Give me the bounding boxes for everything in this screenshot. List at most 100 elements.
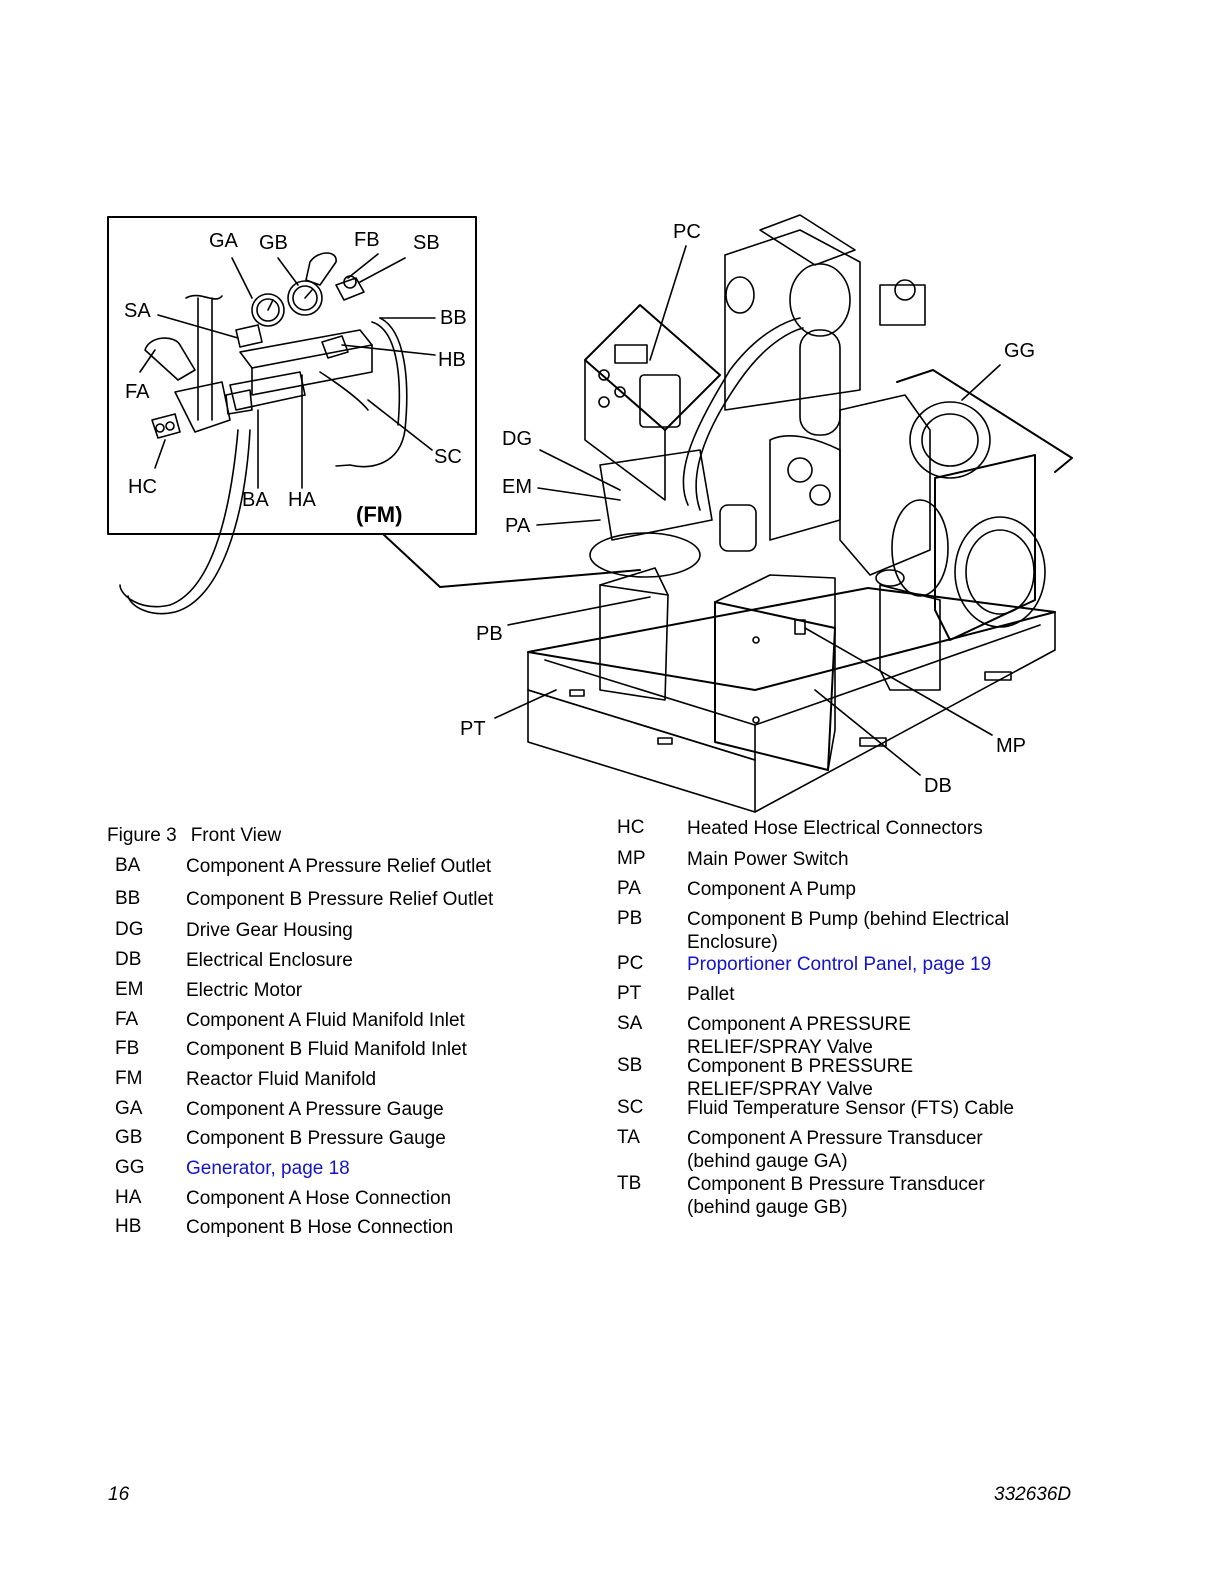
callout-ga: GA (209, 230, 238, 252)
legend-code: DG (115, 919, 144, 940)
legend-description: Heated Hose Electrical Connectors (687, 817, 983, 840)
legend-code: PT (617, 983, 642, 1004)
legend-code: SA (617, 1013, 643, 1034)
callout-pa: PA (505, 515, 531, 537)
legend-code: PA (617, 878, 641, 899)
legend-code: BB (115, 888, 141, 909)
legend-description-line1: Component A Fluid Manifold Inlet (186, 1010, 465, 1031)
legend-code: GA (115, 1098, 143, 1119)
page-number: 16 (108, 1484, 130, 1505)
figure-number: Figure 3 (107, 825, 177, 846)
legend-description: Component B Pressure Transducer(behind g… (687, 1173, 985, 1219)
callout-ba: BA (242, 489, 269, 511)
legend-description-line2: RELIEF/SPRAY Valve (687, 1037, 873, 1058)
legend-description: Component B Fluid Manifold Inlet (186, 1038, 467, 1061)
legend-description: Electric Motor (186, 979, 302, 1002)
legend-description-line1: Component A PRESSURE (687, 1014, 911, 1035)
legend-description-line1[interactable]: Proportioner Control Panel, page 19 (687, 954, 992, 975)
legend-code: PB (617, 908, 643, 929)
legend-description-line1: Component B Fluid Manifold Inlet (186, 1039, 467, 1060)
legend-code: SB (617, 1055, 643, 1076)
legend-description-line1[interactable]: Generator, page 18 (186, 1158, 350, 1179)
reactor-illustration (107, 214, 1073, 813)
callout-fb: FB (354, 229, 380, 251)
legend-code: FA (115, 1009, 139, 1030)
legend-description-line1: Component A Pressure Gauge (186, 1099, 444, 1120)
legend-description: Drive Gear Housing (186, 919, 353, 942)
legend-description-line1: Component A Pressure Relief Outlet (186, 856, 492, 877)
callout-pb: PB (476, 623, 503, 645)
callout-fa: FA (125, 381, 150, 403)
legend-code: HB (115, 1216, 142, 1237)
legend-description-line1: Component A Pump (687, 879, 856, 900)
legend-description: Component A Pressure Transducer(behind g… (687, 1127, 983, 1173)
legend-description-line2: (behind gauge GA) (687, 1151, 848, 1172)
legend-description: Component A Pump (687, 878, 856, 901)
legend-description: Component A Pressure Gauge (186, 1098, 444, 1121)
callout-pt: PT (460, 718, 486, 740)
legend-description-line1: Component B Pressure Transducer (687, 1174, 985, 1195)
legend-description-line1: Component B Hose Connection (186, 1217, 454, 1238)
legend-code: TB (617, 1173, 642, 1194)
legend-code: MP (617, 848, 646, 869)
callout-dg: DG (502, 428, 532, 450)
callout-sc: SC (434, 446, 462, 468)
legend-description-line2: Enclosure) (687, 932, 778, 953)
legend-description: Component A Hose Connection (186, 1187, 451, 1210)
legend-link[interactable]: Generator, page 18 (186, 1157, 350, 1180)
legend-description-line1: Electric Motor (186, 980, 303, 1001)
legend-description-line1: Component B PRESSURE (687, 1056, 913, 1077)
legend-description: Electrical Enclosure (186, 949, 353, 972)
legend-code: BA (115, 855, 141, 876)
legend-description: Component A Pressure Relief Outlet (186, 855, 491, 878)
legend-link[interactable]: Proportioner Control Panel, page 19 (687, 953, 991, 976)
callout-db: DB (924, 775, 952, 797)
legend-description-line1: Component B Pump (behind Electrical (687, 909, 1010, 930)
legend-description-line2: RELIEF/SPRAY Valve (687, 1079, 873, 1100)
reactor-machine-drawing (494, 214, 1073, 813)
callout-hb: HB (438, 349, 466, 371)
callout-fm: (FM) (356, 502, 403, 527)
callout-pc: PC (673, 221, 701, 243)
legend-code: HA (115, 1187, 142, 1208)
legend-code: HC (617, 817, 645, 838)
legend-code: PC (617, 953, 644, 974)
callout-bb: BB (440, 307, 467, 329)
legend-description-line1: Component A Pressure Transducer (687, 1128, 983, 1149)
legend-code: SC (617, 1097, 644, 1118)
callout-mp: MP (996, 735, 1026, 757)
legend-code: GG (115, 1157, 145, 1178)
legend-description-line1: Component B Pressure Relief Outlet (186, 889, 494, 910)
legend-code: TA (617, 1127, 640, 1148)
legend-description: Reactor Fluid Manifold (186, 1068, 376, 1091)
legend-code: DB (115, 949, 142, 970)
callout-sb: SB (413, 232, 440, 254)
legend-code: EM (115, 979, 144, 1000)
legend-description: Component B Pressure Relief Outlet (186, 888, 493, 911)
legend-description: Main Power Switch (687, 848, 849, 871)
manifold-detail-drawing (119, 252, 436, 615)
callout-gg: GG (1004, 340, 1036, 362)
callout-hc: HC (128, 476, 157, 498)
legend-description: Fluid Temperature Sensor (FTS) Cable (687, 1097, 1014, 1120)
legend-description-line2: (behind gauge GB) (687, 1197, 848, 1218)
legend-description-line1: Heated Hose Electrical Connectors (687, 818, 983, 839)
fluid-manifold-detail-frame (107, 216, 477, 535)
legend-description: Component A Fluid Manifold Inlet (186, 1009, 465, 1032)
legend-code: GB (115, 1127, 143, 1148)
callout-gb: GB (259, 232, 288, 254)
fm-leader-line (382, 533, 641, 588)
legend-description: Component B Hose Connection (186, 1216, 453, 1239)
front-view-figure: GA GB FB SB SA BB HB FA SC HC BA HA (FM)… (107, 214, 1073, 813)
legend-description-line1: Reactor Fluid Manifold (186, 1069, 377, 1090)
legend-description-line1: Electrical Enclosure (186, 950, 353, 971)
legend-description: Pallet (687, 983, 735, 1006)
legend-description-line1: Drive Gear Housing (186, 920, 353, 941)
legend-description-line1: Component A Hose Connection (186, 1188, 452, 1209)
legend-description: Component B Pressure Gauge (186, 1127, 446, 1150)
legend-description-line1: Component B Pressure Gauge (186, 1128, 446, 1149)
legend-description-line1: Fluid Temperature Sensor (FTS) Cable (687, 1098, 1014, 1119)
